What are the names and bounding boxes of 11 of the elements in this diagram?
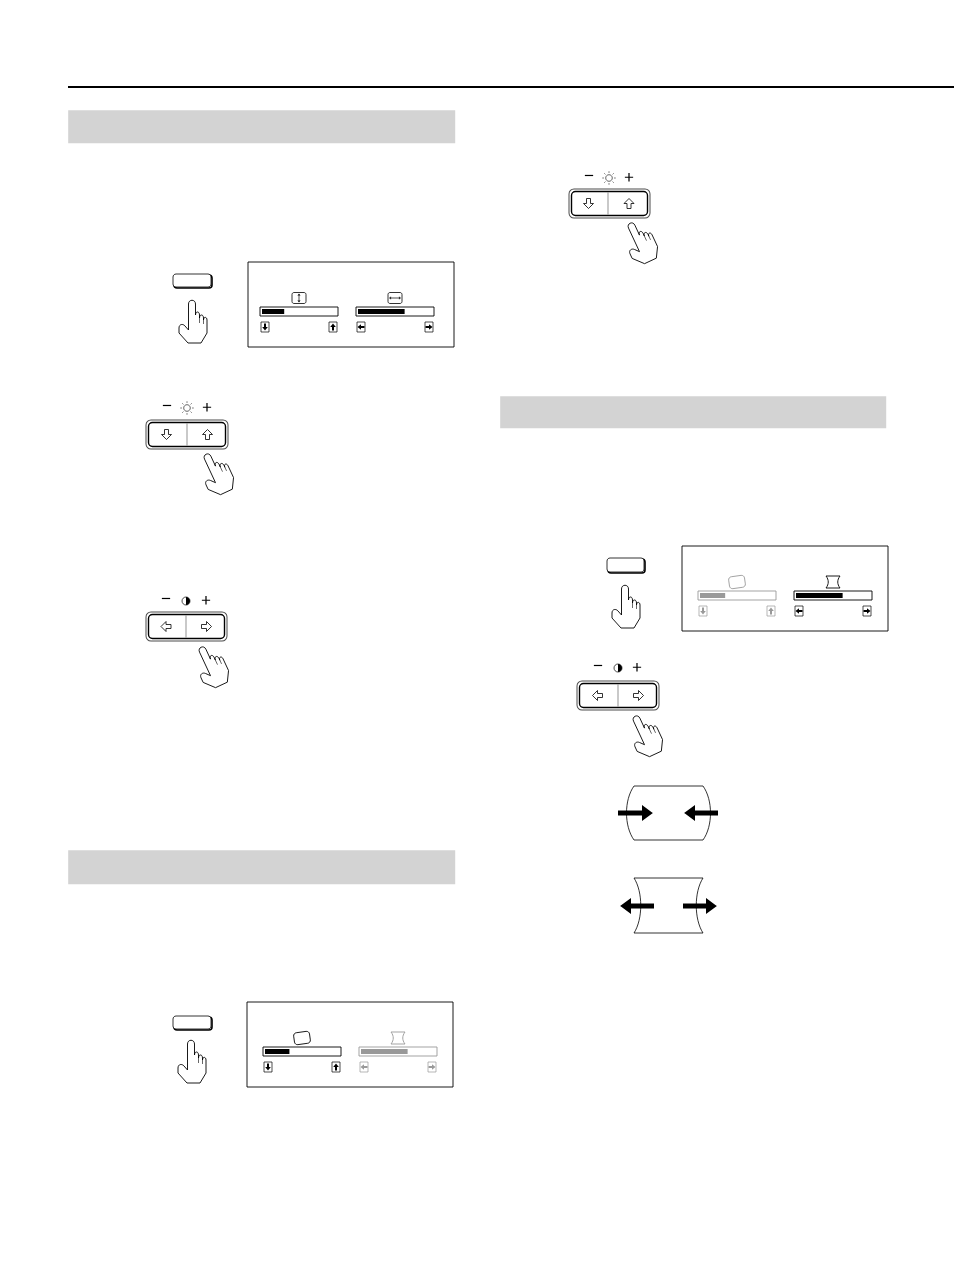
heading-band bbox=[68, 850, 456, 885]
minus-sign: − bbox=[161, 597, 171, 600]
minus-sign: − bbox=[593, 664, 603, 667]
plus-sign: + bbox=[201, 596, 211, 605]
plus-sign: + bbox=[202, 403, 212, 412]
plus-sign: + bbox=[624, 173, 634, 182]
heading-band bbox=[68, 110, 456, 144]
minus-sign: − bbox=[162, 404, 172, 407]
plus-sign: + bbox=[632, 663, 642, 672]
heading-band bbox=[500, 396, 887, 429]
minus-sign: − bbox=[584, 174, 594, 177]
